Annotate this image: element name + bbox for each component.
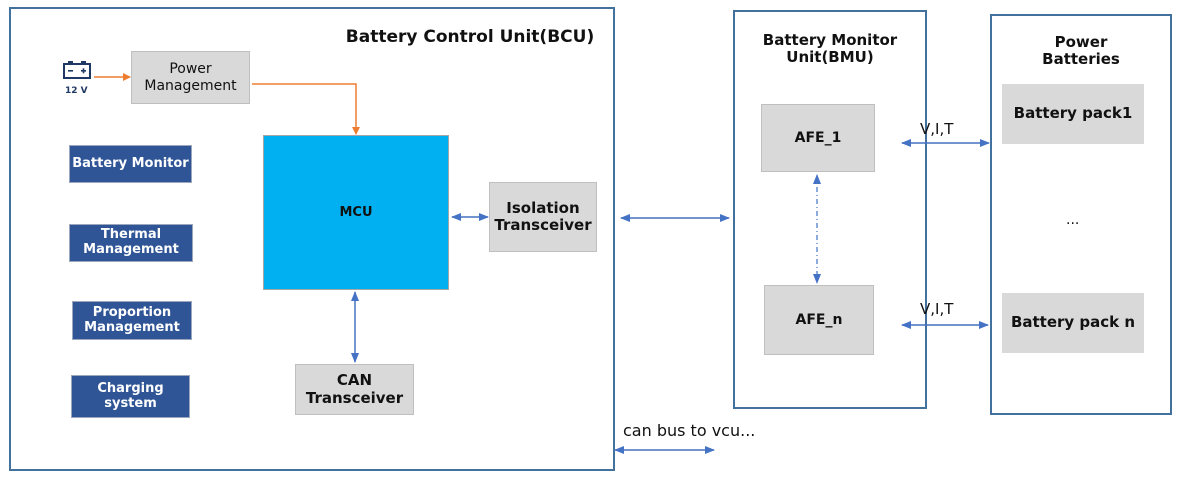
bcu-title: Battery Control Unit(BCU) bbox=[345, 27, 595, 47]
function-battery-monitor: Battery Monitor bbox=[69, 145, 192, 183]
mcu-block: MCU bbox=[263, 135, 449, 290]
function-charging-system: Charging system bbox=[71, 375, 190, 418]
vit-top-label: V,I,T bbox=[920, 120, 954, 138]
isolation-transceiver-label: Isolation Transceiver bbox=[494, 198, 592, 234]
afe-n-block: AFE_n bbox=[764, 285, 874, 355]
afe-1-label: AFE_1 bbox=[794, 129, 842, 146]
function-label: Charging system bbox=[97, 380, 164, 411]
afe-n-label: AFE_n bbox=[795, 311, 843, 328]
battery-pack-1-label: Battery pack1 bbox=[1013, 104, 1133, 123]
battery-pack-n-block: Battery pack n bbox=[1002, 293, 1144, 353]
isolation-transceiver-block: Isolation Transceiver bbox=[489, 182, 597, 252]
power-batteries-title: Power Batteries bbox=[1042, 33, 1120, 69]
battery-pack-n-label: Battery pack n bbox=[1010, 313, 1136, 332]
battery-voltage-label: 12 V bbox=[65, 86, 88, 96]
can-transceiver-label: CAN Transceiver bbox=[305, 371, 404, 407]
can-bus-label: can bus to vcu... bbox=[623, 421, 756, 440]
power-management-block: Power Management bbox=[131, 51, 250, 104]
can-transceiver-block: CAN Transceiver bbox=[295, 364, 414, 415]
function-label: Battery Monitor bbox=[72, 155, 189, 171]
function-thermal-management: Thermal Management bbox=[69, 224, 193, 262]
power-arrow-pm-to-mcu bbox=[252, 83, 360, 135]
function-proportion-management: Proportion Management bbox=[72, 301, 192, 340]
battery-icon bbox=[62, 60, 92, 80]
vit-bottom-label: V,I,T bbox=[920, 300, 954, 318]
function-label: Thermal Management bbox=[83, 227, 179, 257]
battery-pack-1-block: Battery pack1 bbox=[1002, 84, 1144, 144]
bmu-title: Battery Monitor Unit(BMU) bbox=[762, 31, 898, 67]
power-management-label: Power Management bbox=[144, 61, 237, 94]
mcu-label: MCU bbox=[339, 205, 373, 220]
function-label: Proportion Management bbox=[84, 304, 180, 335]
afe-1-block: AFE_1 bbox=[761, 104, 875, 172]
battery-pack-ellipsis: ... bbox=[1066, 212, 1080, 228]
